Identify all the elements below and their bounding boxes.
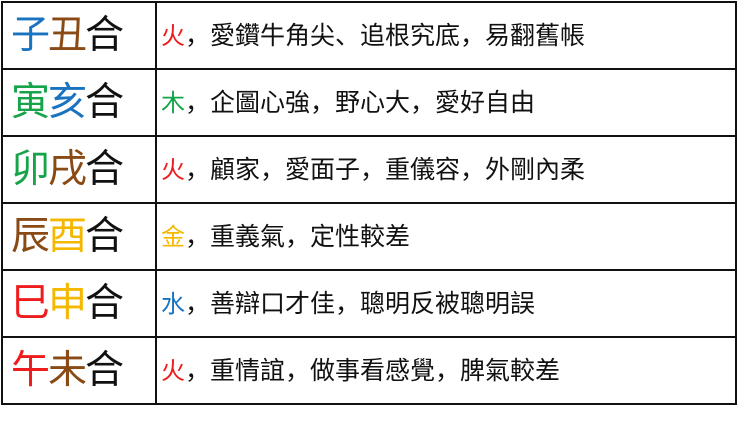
table-row: 寅亥合 木，企圖心強，野心大，愛好自由: [1, 68, 737, 137]
pair-cell: 卯戌合: [1, 135, 157, 204]
branch-char: 午: [11, 348, 50, 393]
table-row: 巳申合 水，善辯口才佳，聰明反被聰明誤: [1, 269, 737, 338]
element-char: 金: [161, 223, 185, 251]
description-cell: 金，重義氣，定性較差: [155, 202, 737, 271]
pair-cell: 寅亥合: [1, 68, 157, 137]
description-text: ，善辯口才佳，聰明反被聰明誤: [185, 289, 536, 318]
branch-char: 巳: [11, 281, 50, 326]
description-cell: 水，善辯口才佳，聰明反被聰明誤: [155, 269, 737, 338]
description-cell: 火，顧家，愛面子，重儀容，外剛內柔: [155, 135, 737, 204]
element-char: 木: [161, 89, 185, 117]
pair-cell: 子丑合: [1, 1, 157, 70]
harmony-char: 合: [85, 281, 124, 326]
description-text: ，企圖心強，野心大，愛好自由: [185, 88, 536, 117]
branch-char: 亥: [48, 80, 87, 125]
description-text: ，顧家，愛面子，重儀容，外剛內柔: [185, 155, 586, 184]
description-text: ，重情誼，做事看感覺，脾氣較差: [185, 356, 561, 385]
description-cell: 火，愛鑽牛角尖、追根究底，易翻舊帳: [155, 1, 737, 70]
harmony-char: 合: [85, 147, 124, 192]
branch-char: 戌: [48, 147, 87, 192]
table-row: 辰酉合 金，重義氣，定性較差: [1, 202, 737, 271]
branch-char: 丑: [48, 13, 87, 58]
pair-cell: 巳申合: [1, 269, 157, 338]
element-char: 火: [161, 22, 185, 50]
branch-char: 酉: [48, 214, 87, 259]
harmony-char: 合: [85, 214, 124, 259]
branch-char: 未: [48, 348, 87, 393]
harmony-char: 合: [85, 348, 124, 393]
branch-char: 子: [11, 13, 50, 58]
table-row: 午未合 火，重情誼，做事看感覺，脾氣較差: [1, 336, 737, 405]
harmony-char: 合: [85, 80, 124, 125]
description-cell: 木，企圖心強，野心大，愛好自由: [155, 68, 737, 137]
table-row: 卯戌合 火，顧家，愛面子，重儀容，外剛內柔: [1, 135, 737, 204]
six-harmonies-table: 子丑合 火，愛鑽牛角尖、追根究底，易翻舊帳 寅亥合 木，企圖心強，野心大，愛好自…: [1, 1, 737, 405]
description-cell: 火，重情誼，做事看感覺，脾氣較差: [155, 336, 737, 405]
branch-char: 辰: [11, 214, 50, 259]
branch-char: 申: [48, 281, 87, 326]
harmony-char: 合: [85, 13, 124, 58]
description-text: ，愛鑽牛角尖、追根究底，易翻舊帳: [185, 21, 586, 50]
table-row: 子丑合 火，愛鑽牛角尖、追根究底，易翻舊帳: [1, 1, 737, 70]
branch-char: 寅: [11, 80, 50, 125]
element-char: 火: [161, 357, 185, 385]
pair-cell: 午未合: [1, 336, 157, 405]
element-char: 水: [161, 290, 185, 318]
branch-char: 卯: [11, 147, 50, 192]
pair-cell: 辰酉合: [1, 202, 157, 271]
description-text: ，重義氣，定性較差: [185, 222, 411, 251]
element-char: 火: [161, 156, 185, 184]
